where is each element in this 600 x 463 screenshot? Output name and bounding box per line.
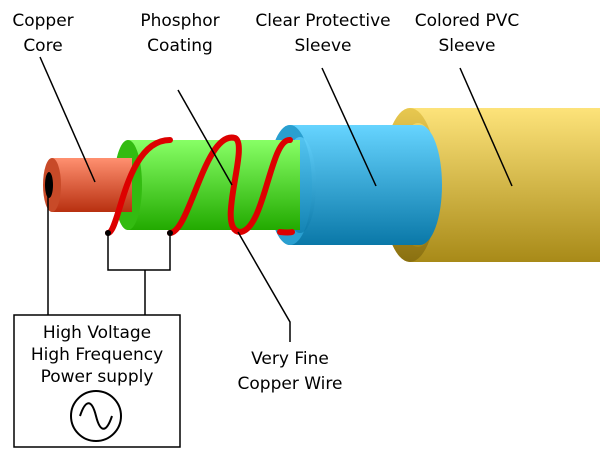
label-power-supply-1: High Voltage [43,323,151,343]
ac-sine-icon [70,390,122,442]
label-power-supply-2: High Frequency [31,345,163,365]
label-pvc-sleeve-2: Sleeve [439,36,496,56]
label-copper-core-1: Copper [12,11,73,31]
fine-copper-wire [105,134,295,236]
label-power-supply-3: Power supply [41,367,154,387]
label-pvc-sleeve-1: Colored PVC [415,11,519,31]
label-phosphor-1: Phosphor [140,11,219,31]
label-fine-wire-1: Very Fine [251,349,329,369]
label-fine-wire-2: Copper Wire [238,374,343,394]
label-copper-core-2: Core [23,36,62,56]
label-phosphor-2: Coating [147,36,213,56]
leader-lines [39,56,513,342]
label-clear-sleeve-1: Clear Protective [255,11,390,31]
label-clear-sleeve-2: Sleeve [295,36,352,56]
